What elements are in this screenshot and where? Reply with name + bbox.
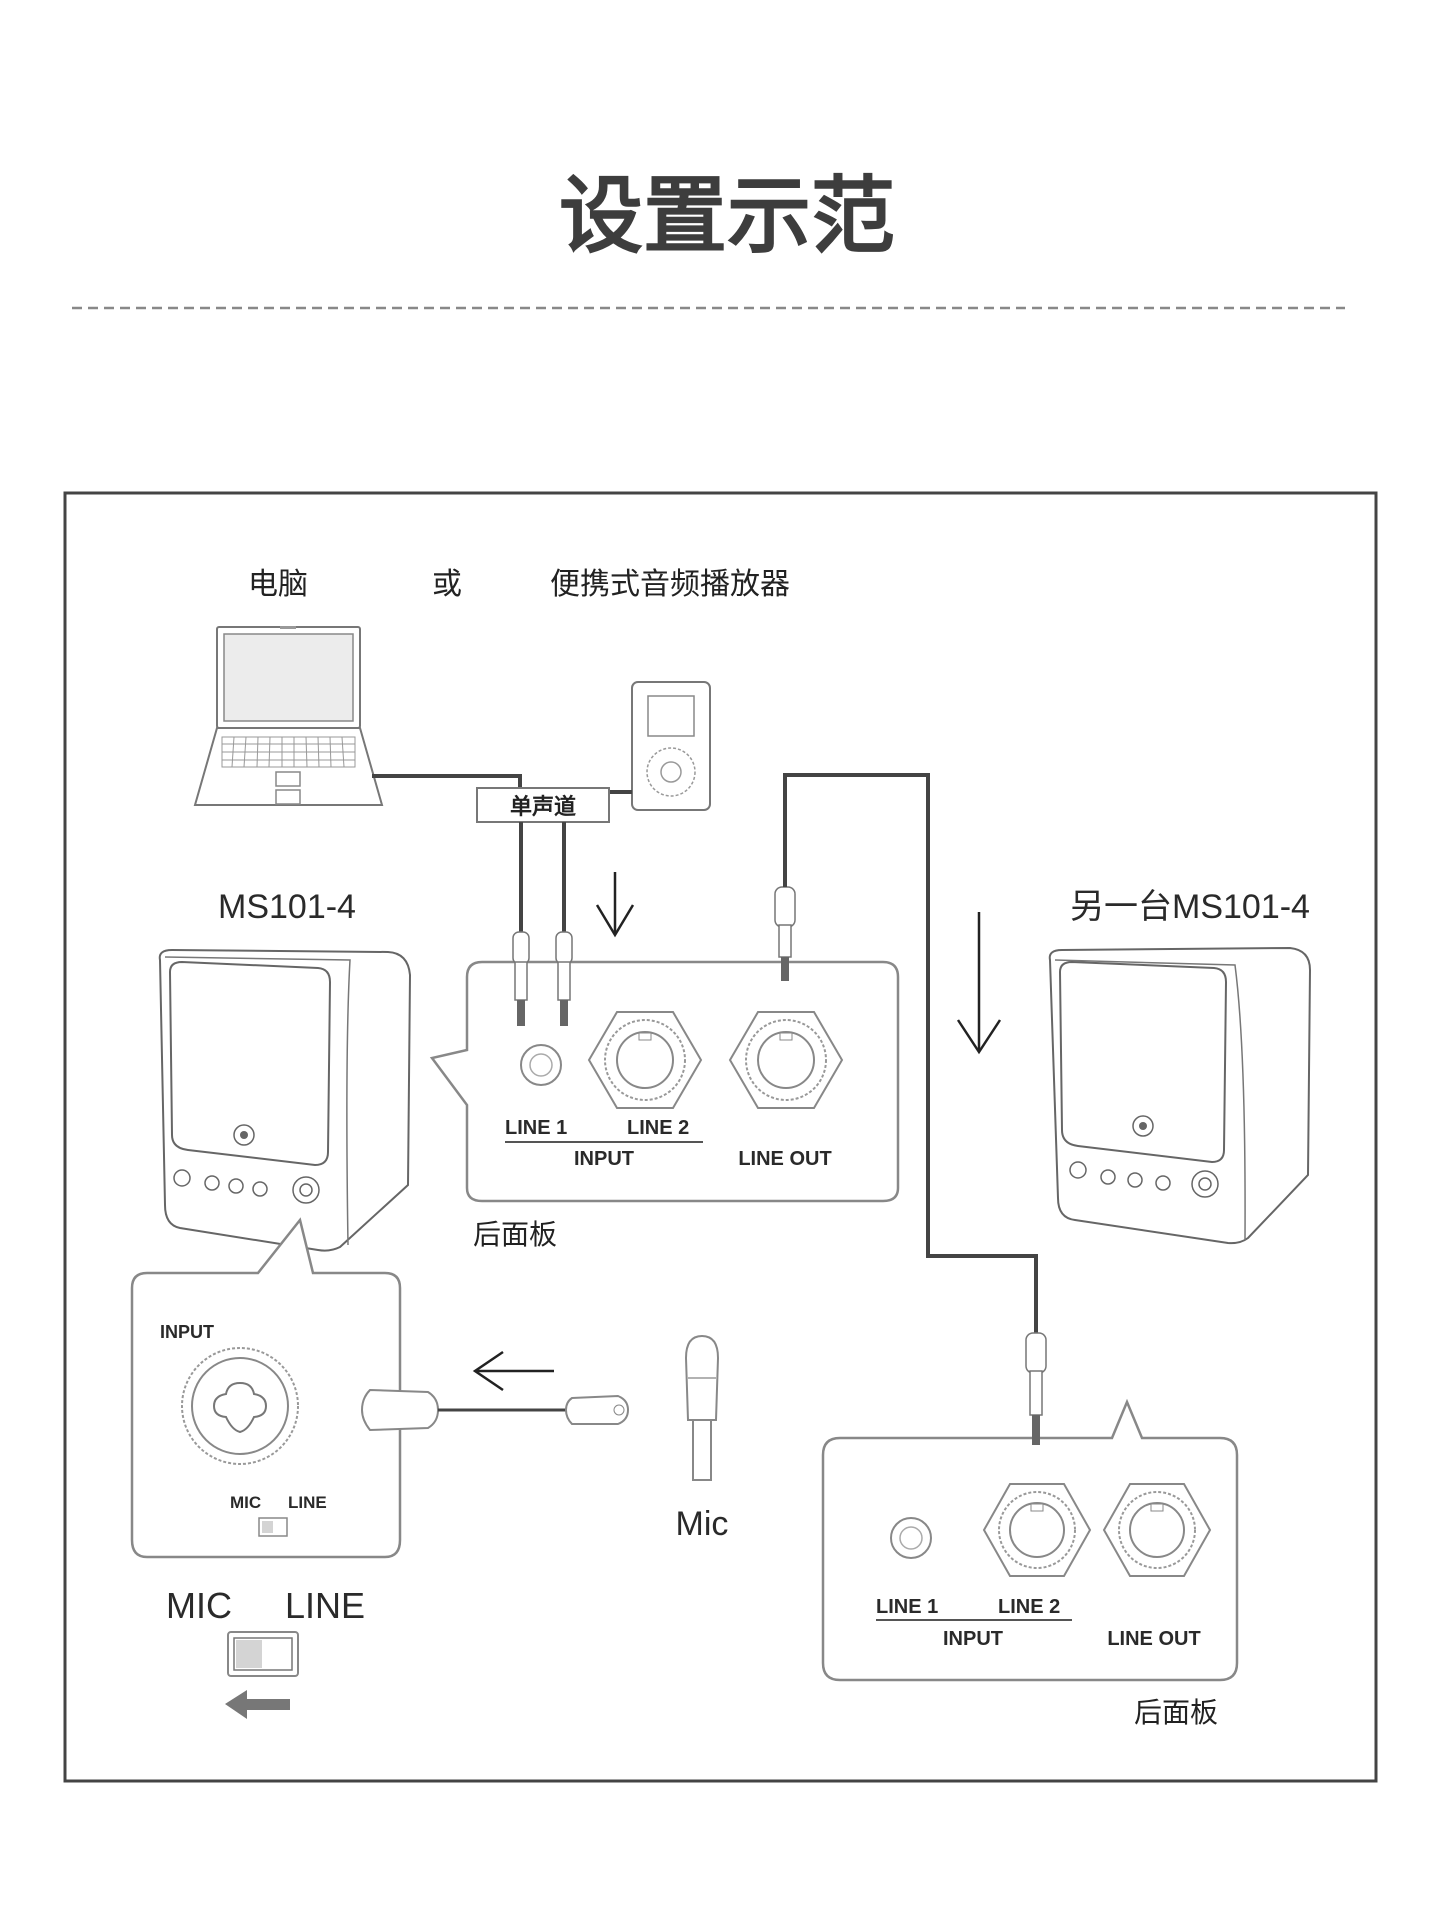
- portable-player-label: 便携式音频播放器: [550, 567, 790, 602]
- main-line1-label: LINE 1: [505, 1117, 567, 1139]
- arrow-down-icon: [595, 872, 635, 938]
- link-cable: [783, 773, 1038, 1333]
- page-title: 设置示范: [559, 167, 895, 265]
- legend-mic-line-switch: [227, 1631, 299, 1677]
- legend-arrow-left-icon: [225, 1690, 290, 1719]
- arrow-down-right-icon: [956, 912, 1002, 1055]
- main-line-out-label: LINE OUT: [738, 1148, 831, 1170]
- secondary-line1-label: LINE 1: [876, 1596, 938, 1618]
- secondary-rear-panel-label: 后面板: [1134, 1696, 1218, 1729]
- secondary-speaker-icon: [1048, 946, 1312, 1245]
- secondary-line1-jack-icon: [890, 1517, 932, 1559]
- line-out-jack-icon: [728, 1011, 844, 1109]
- main-line2-label: LINE 2: [627, 1117, 689, 1139]
- laptop-cable: [372, 774, 522, 788]
- line2-plug-icon: [555, 931, 573, 1026]
- front-mic-line-switch: [258, 1517, 288, 1537]
- xlr-male-plug-icon: [360, 1388, 440, 1432]
- secondary-line2-label: LINE 2: [998, 1596, 1060, 1618]
- legend-line-label: LINE: [285, 1585, 365, 1626]
- portable-player-icon: [631, 681, 711, 811]
- front-input-label: INPUT: [160, 1322, 214, 1342]
- front-mic-label: MIC: [230, 1493, 261, 1512]
- main-speaker-icon: [158, 948, 412, 1252]
- secondary-line-out-label: LINE OUT: [1107, 1628, 1200, 1650]
- legend-mic-label: MIC: [166, 1585, 232, 1626]
- mono-splitter-box: 单声道: [476, 787, 610, 823]
- secondary-line2-jack-icon: [982, 1483, 1092, 1577]
- line-out-plug-icon: [774, 886, 796, 981]
- or-label: 或: [432, 567, 462, 602]
- microphone-icon: [684, 1334, 720, 1481]
- line1-plug-icon: [512, 931, 530, 1026]
- front-input-detail-panel: INPUT MIC LINE: [130, 1217, 402, 1559]
- secondary-input-label: INPUT: [943, 1628, 1003, 1650]
- line1-jack-icon: [520, 1044, 562, 1086]
- combo-jack-icon: [181, 1347, 299, 1465]
- mono-label: 单声道: [510, 794, 576, 820]
- xlr-female-plug-icon: [564, 1394, 630, 1425]
- arrow-left-icon: [472, 1350, 554, 1392]
- main-speaker-rear-panel: LINE 1 LINE 2 INPUT LINE OUT: [429, 931, 900, 1203]
- laptop-icon: [193, 626, 384, 806]
- secondary-line2-plug-icon: [1025, 1332, 1047, 1445]
- diagram-frame: [63, 491, 1378, 1783]
- main-input-label: INPUT: [574, 1148, 634, 1170]
- main-speaker-model-label: MS101-4: [218, 888, 356, 926]
- line2-jack-icon: [587, 1011, 703, 1109]
- front-line-label: LINE: [288, 1493, 327, 1512]
- secondary-speaker-rear-panel: LINE 1 LINE 2 INPUT LINE OUT: [821, 1332, 1239, 1682]
- main-rear-panel-label: 后面板: [473, 1218, 557, 1251]
- secondary-line-out-jack-icon: [1102, 1483, 1212, 1577]
- computer-label: 电脑: [248, 567, 308, 602]
- secondary-speaker-model-label: 另一台MS101-4: [1070, 888, 1310, 926]
- mic-label: Mic: [676, 1505, 729, 1543]
